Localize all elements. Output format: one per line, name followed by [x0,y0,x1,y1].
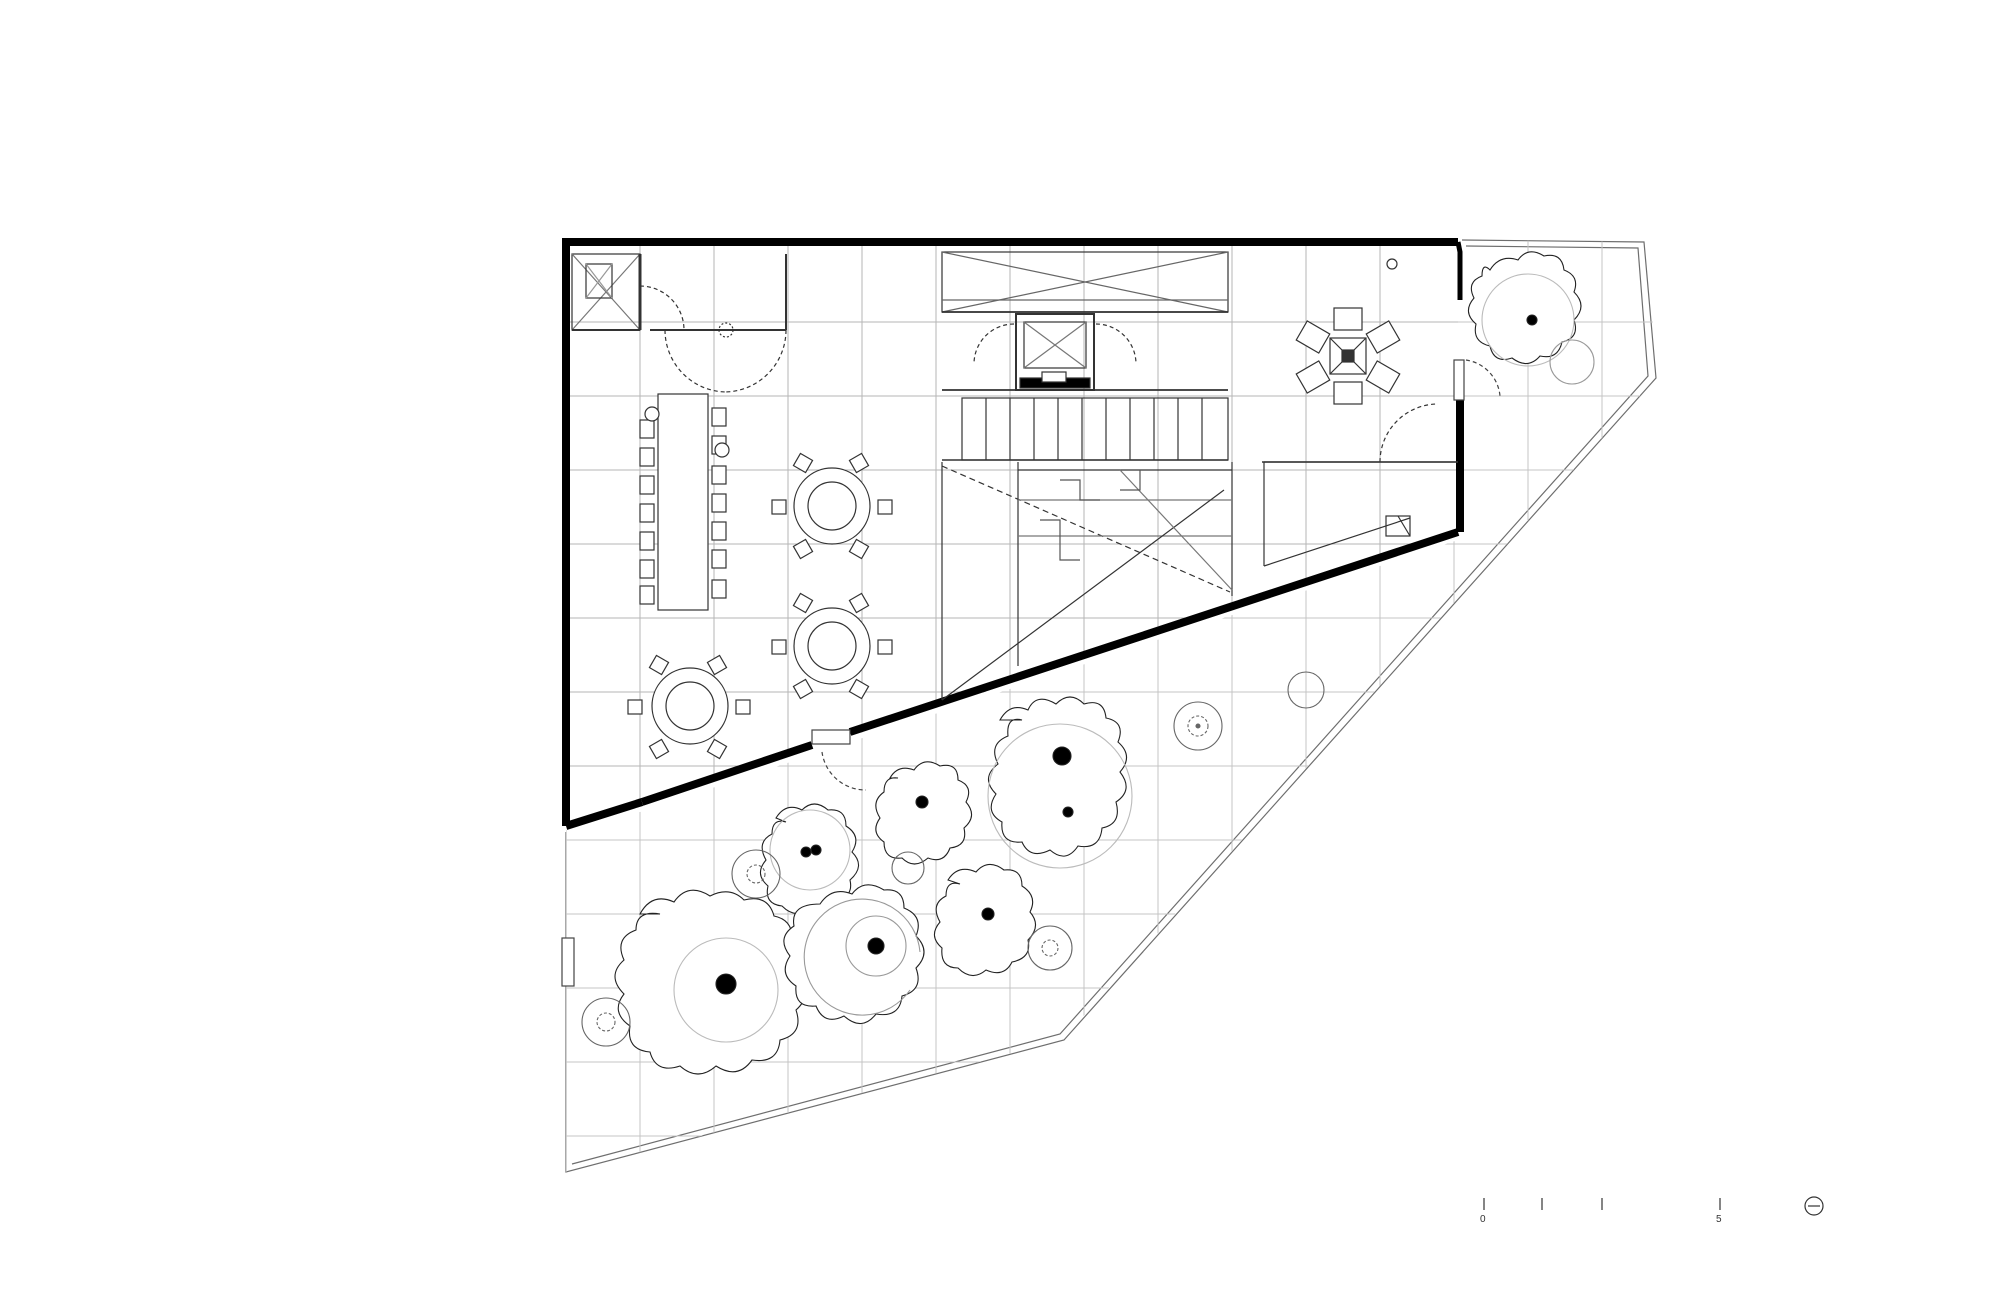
exterior-walls [562,238,1464,830]
scale-end-label: 5 [1716,1214,1722,1225]
tree [614,889,807,1075]
round-table [627,654,751,760]
stair-core [941,251,1458,701]
round-table [771,452,893,560]
tree [1467,251,1595,385]
tree [783,884,925,1025]
north-arrow-icon [1804,1196,1824,1216]
planter [581,671,1325,1047]
scale-start-label: 0 [1480,1214,1486,1225]
service-room [571,253,787,393]
long-table [639,393,730,611]
tree [987,696,1133,869]
tree [933,863,1037,977]
lounge-chairs [1295,307,1401,405]
entry-door [561,359,1501,987]
tree [875,761,973,865]
scale-bar [1483,1198,1721,1210]
round-table [771,592,893,700]
